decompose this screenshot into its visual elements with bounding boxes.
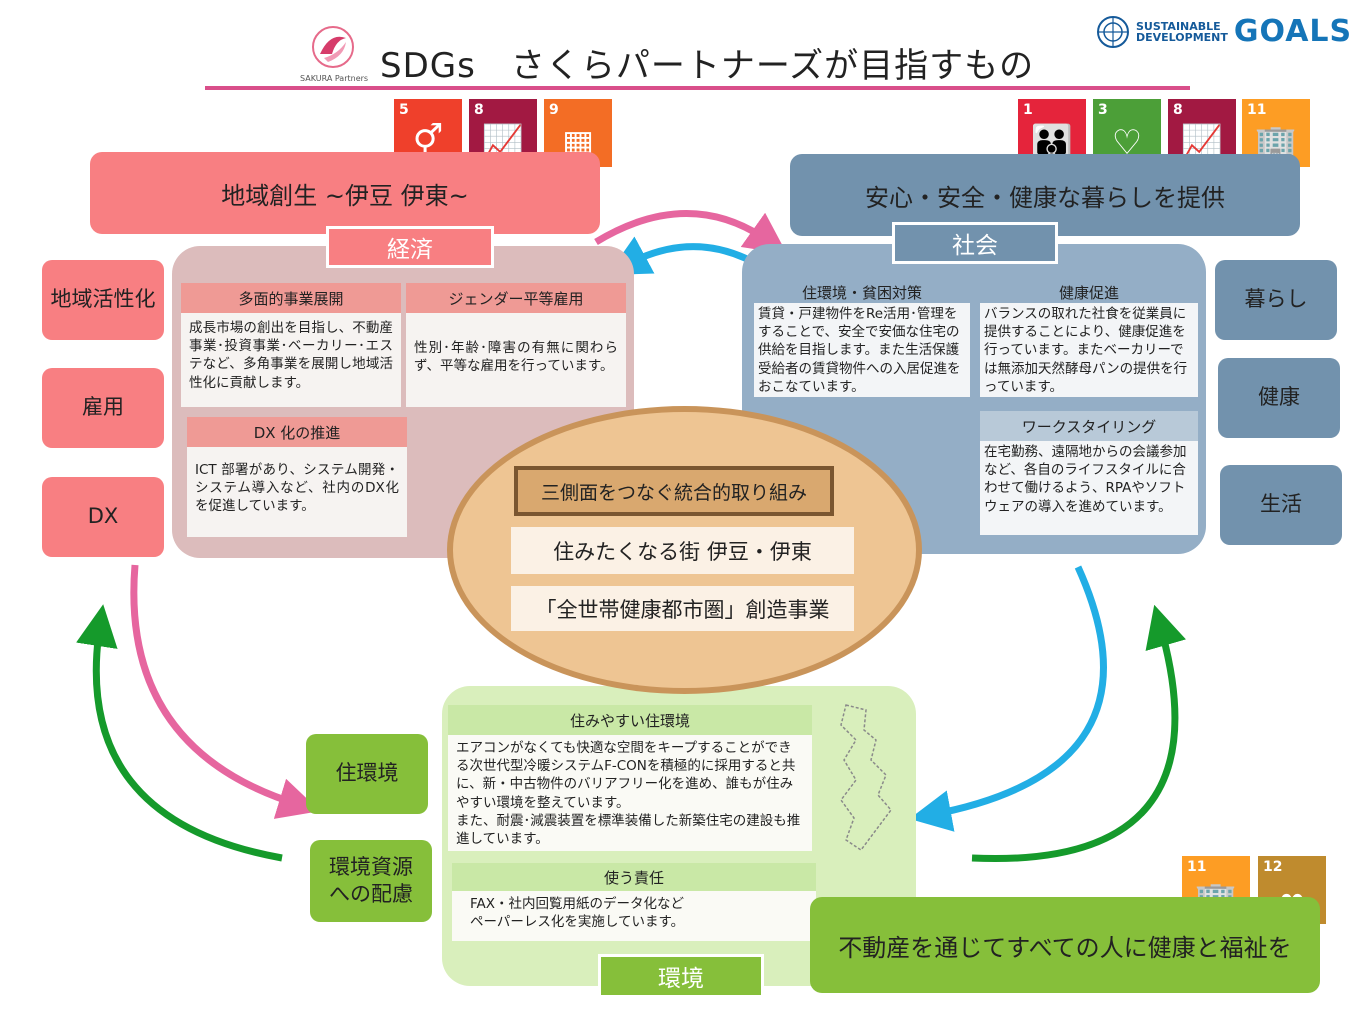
- card-text: エアコンがなくても快適な空間をキープすることができる次世代型冷暖システムF-CO…: [448, 735, 812, 851]
- economy-side-employment: 雇用: [42, 368, 164, 448]
- center-title: 三側面をつなぐ統合的取り組み: [514, 466, 834, 516]
- sdg-logo: SUSTAINABLE DEVELOPMENT GOALS: [1096, 14, 1352, 49]
- society-card-workstyle: ワークスタイリング 在宅勤務、遠隔地からの会議参加など、各自のライフスタイルに合…: [980, 411, 1198, 535]
- environment-side-housing: 住環境: [306, 734, 428, 814]
- society-side-living: 暮らし: [1215, 260, 1337, 340]
- sdg-logo-line2: DEVELOPMENT: [1136, 30, 1228, 44]
- environment-side-resources: 環境資源への配慮: [310, 840, 432, 922]
- card-title: ジェンダー平等雇用: [406, 283, 626, 313]
- card-title: 多面的事業展開: [181, 283, 401, 313]
- economy-side-dx: DX: [42, 477, 164, 557]
- logo-caption: SAKURA Partners: [300, 74, 369, 83]
- economy-label: 経済: [326, 226, 494, 268]
- card-title: DX 化の推進: [187, 417, 407, 447]
- arrow-economy-to-society: [594, 210, 788, 255]
- page-title: SDGs さくらパートナーズが目指すもの: [380, 46, 1035, 86]
- society-card-health: 健康促進 バランスの取れた社食を従業員に提供することにより、健康促進を行っていま…: [980, 281, 1198, 397]
- card-text: ICT 部署があり、システム開発・システム導入など、社内のDX化を促進しています…: [195, 462, 399, 515]
- card-text: バランスの取れた社食を従業員に提供することにより、健康促進を行っています。またベ…: [984, 306, 1188, 395]
- society-side-health: 健康: [1218, 358, 1340, 438]
- card-title: 使う責任: [452, 863, 816, 891]
- card-text: 賃貸・戸建物件をRe活用･管理をすることで、安全で安価な住宅の供給を目指します。…: [758, 306, 961, 395]
- sakura-logo: [310, 24, 356, 70]
- un-emblem-icon: [1097, 15, 1129, 48]
- environment-label: 環境: [598, 954, 764, 998]
- sdg-logo-goals: GOALS: [1233, 14, 1353, 49]
- title-underline: [205, 86, 1190, 90]
- economy-banner: 地域創生 ~伊豆 伊東~: [90, 152, 600, 234]
- card-text: 成長市場の創出を目指し、不動産事業･投資事業･ベーカリー･エステなど、多角事業を…: [189, 320, 393, 391]
- environment-card-housing: 住みやすい住環境 エアコンがなくても快適な空間をキープすることができる次世代型冷…: [448, 705, 812, 851]
- center-line-2: 「全世帯健康都市圏」創造事業: [511, 586, 854, 631]
- society-card-housing: 住環境・貧困対策 賃貸・戸建物件をRe活用･管理をすることで、安全で安価な住宅の…: [754, 281, 970, 397]
- center-line-1: 住みたくなる街 伊豆・伊東: [511, 527, 854, 574]
- sdg-logo-line1: SUSTAINABLE: [1136, 19, 1221, 33]
- card-title: 健康促進: [980, 281, 1198, 303]
- society-side-life: 生活: [1220, 465, 1342, 545]
- economy-card-gender: ジェンダー平等雇用 性別･年齢･障害の有無に関わらず、平等な雇用を行っています。: [406, 283, 626, 407]
- environment-banner: 不動産を通じてすべての人に健康と福祉を: [810, 897, 1320, 993]
- society-label: 社会: [892, 222, 1058, 264]
- card-text: 性別･年齢･障害の有無に関わらず、平等な雇用を行っています。: [414, 340, 618, 375]
- arrow-environment-to-society: [971, 604, 1186, 863]
- arrow-society-to-environment: [909, 565, 1107, 832]
- economy-side-regional: 地域活性化: [42, 260, 164, 340]
- environment-card-responsibility: 使う責任 FAX・社内回覧用紙のデータ化など ペーパーレス化を実施しています。: [452, 863, 816, 941]
- card-title: ワークスタイリング: [980, 411, 1198, 441]
- arrow-environment-to-economy: [76, 604, 283, 862]
- card-title: 住環境・貧困対策: [754, 281, 970, 303]
- izu-map-icon: [816, 700, 906, 860]
- economy-card-business: 多面的事業展開 成長市場の創出を目指し、不動産事業･投資事業･ベーカリー･エステ…: [181, 283, 401, 407]
- card-title: 住みやすい住環境: [448, 705, 812, 735]
- card-text: 在宅勤務、遠隔地からの会議参加など、各自のライフスタイルに合わせて働けるよう、R…: [984, 444, 1187, 515]
- economy-card-dx: DX 化の推進 ICT 部署があり、システム開発・システム導入など、社内のDX化…: [187, 417, 407, 537]
- arrow-economy-to-environment: [130, 564, 321, 819]
- card-text: FAX・社内回覧用紙のデータ化など ペーパーレス化を実施しています。: [452, 891, 816, 941]
